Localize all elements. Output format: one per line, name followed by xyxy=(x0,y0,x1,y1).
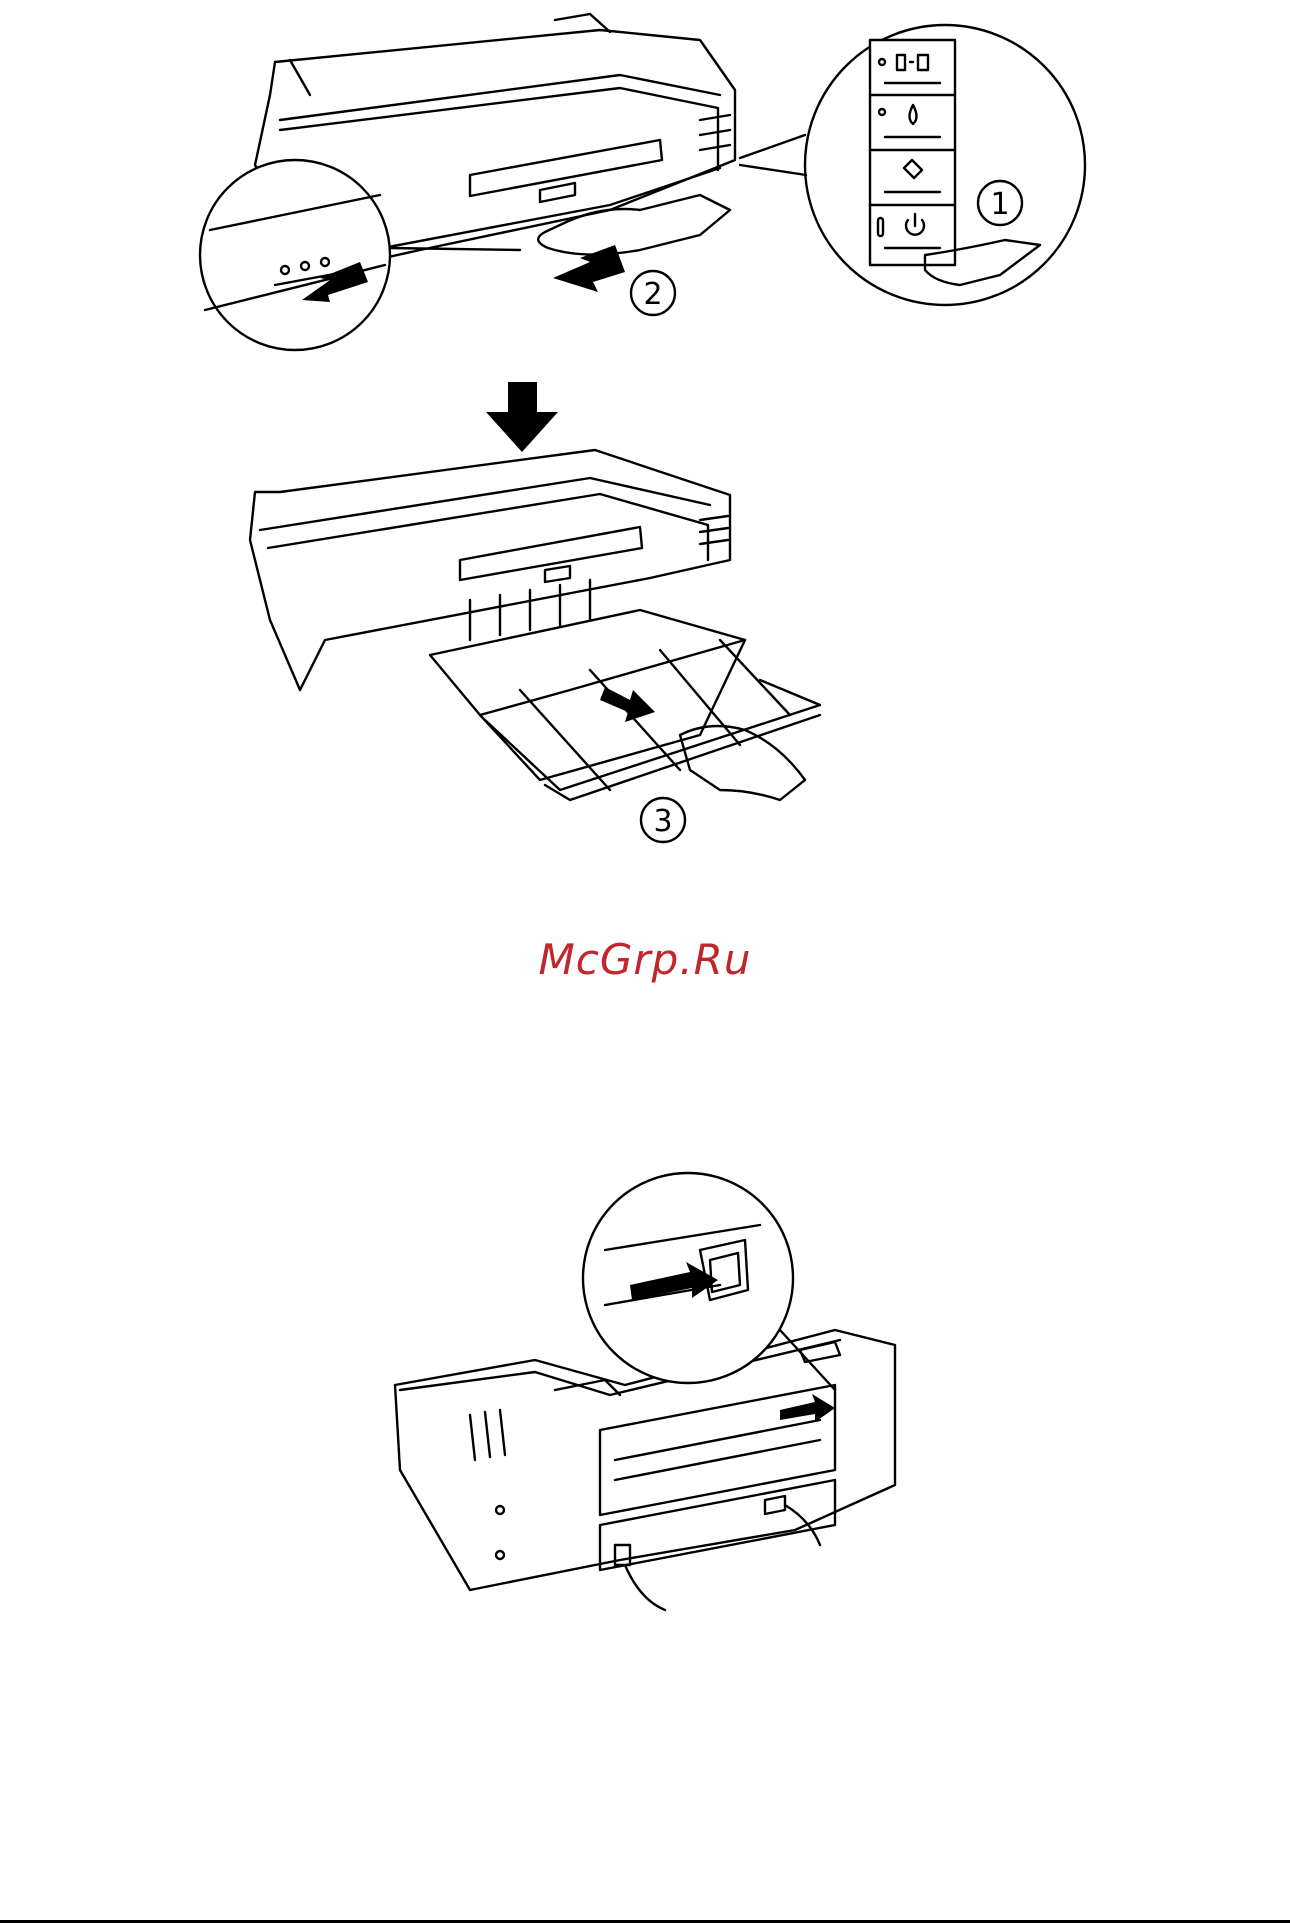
step-3-label: 3 xyxy=(653,804,672,839)
step-2-label: 2 xyxy=(643,277,662,312)
arrow-rear-latch xyxy=(780,1394,835,1422)
printer-output-tray xyxy=(250,450,820,800)
right-zoom-callout xyxy=(740,25,1085,305)
hand-pressing xyxy=(538,195,730,255)
step-1-label: 1 xyxy=(990,187,1009,222)
arrow-tray-direction xyxy=(600,687,655,722)
left-zoom-callout xyxy=(200,160,520,350)
arrow-down-icon xyxy=(486,382,558,452)
usb-cable xyxy=(785,1505,820,1545)
hand-pulling-tray xyxy=(680,726,805,800)
watermark-text: McGrp.Ru xyxy=(0,935,1290,984)
power-cord xyxy=(625,1565,665,1610)
rear-zoom-callout xyxy=(583,1173,835,1390)
